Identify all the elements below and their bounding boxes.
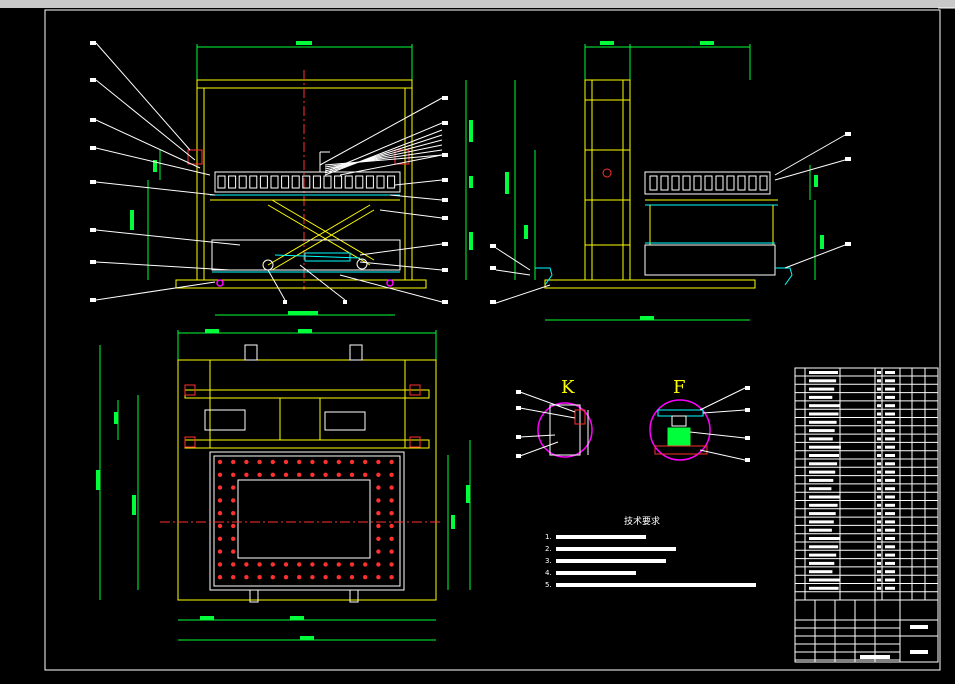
tech-requirement-item: 1. [545, 533, 552, 541]
tech-requirements-title: 技术要求 [624, 515, 660, 527]
tech-requirement-item: 2. [545, 545, 552, 553]
detail-label-f: F [673, 377, 686, 398]
parts-list [794, 367, 939, 663]
side-view [490, 41, 851, 321]
detail-k: K [516, 377, 593, 458]
tech-requirement-item: 3. [545, 557, 552, 565]
tech-requirement-item: 5. [545, 581, 552, 589]
tech-requirement-item: 4. [545, 569, 552, 577]
tech-requirements: 技术要求 1. 2. 3. 4. 5. [545, 515, 756, 589]
front-view [90, 41, 473, 316]
window-top-strip [0, 0, 955, 8]
top-view [96, 329, 471, 641]
dim-text-top [296, 41, 312, 45]
drawing-border [44, 9, 941, 671]
detail-label-k: K [561, 377, 575, 398]
detail-f: F [649, 377, 750, 462]
